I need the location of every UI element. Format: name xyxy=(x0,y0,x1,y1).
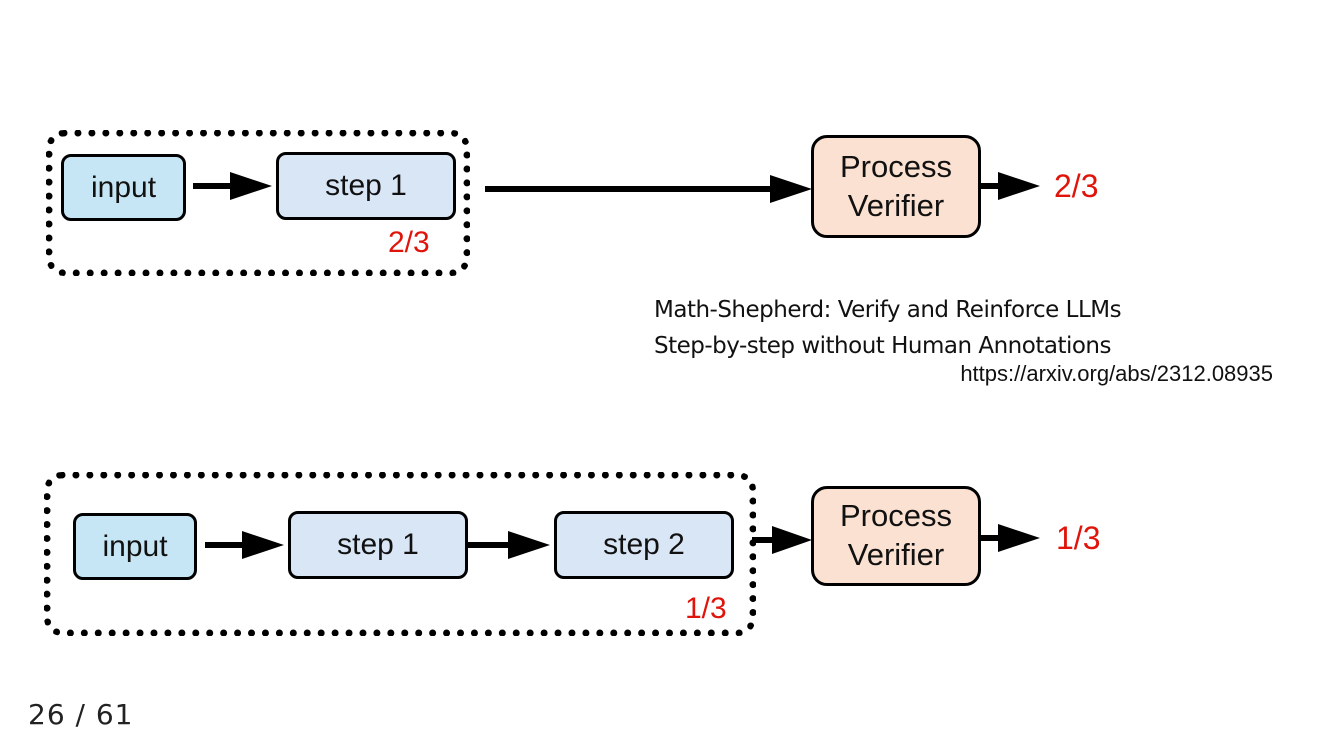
step2-node: step 2 xyxy=(554,511,734,579)
citation: Math-Shepherd: Verify and Reinforce LLMs… xyxy=(654,292,1122,364)
arrow-bottom-input-to-step1 xyxy=(205,531,284,559)
arrow-bottom-group-to-verifier xyxy=(752,526,812,554)
input-node-label: input xyxy=(90,170,157,204)
dotted-group-bottom xyxy=(44,472,756,636)
dotted-group-top xyxy=(46,130,470,276)
citation-title-line1: Math-Shepherd: Verify and Reinforce LLMs xyxy=(654,297,1122,323)
arrow-top-verifier-to-score xyxy=(980,172,1040,200)
output-score: 1/3 xyxy=(1056,520,1101,556)
step1-node: step 1 xyxy=(288,511,468,579)
citation-title-line2: Step-by-step without Human Annotations xyxy=(654,333,1111,359)
process-verifier-node: Process Verifier xyxy=(811,135,981,238)
group-score: 2/3 xyxy=(388,226,430,259)
arrow-top-input-to-step1 xyxy=(193,172,272,200)
output-score: 2/3 xyxy=(1054,168,1099,204)
arrow-bottom-verifier-to-score xyxy=(980,524,1040,552)
step1-node-label: step 1 xyxy=(325,169,407,203)
verifier-label-line2: Verifier xyxy=(847,187,945,223)
arrow-bottom-step1-to-step2 xyxy=(466,531,550,559)
process-verifier-node: Process Verifier xyxy=(811,486,981,586)
arrow-top-group-to-verifier xyxy=(485,175,812,203)
step1-node: step 1 xyxy=(276,152,456,220)
input-node: input xyxy=(73,513,197,580)
verifier-label-line2: Verifier xyxy=(847,537,945,572)
step2-node-label: step 2 xyxy=(603,528,685,562)
citation-url[interactable]: https://arxiv.org/abs/2312.08935 xyxy=(960,361,1273,386)
group-score: 1/3 xyxy=(685,592,727,625)
step1-node-label: step 1 xyxy=(337,528,419,562)
input-node: input xyxy=(61,154,186,221)
verifier-label-line1: Process xyxy=(840,498,952,534)
input-node-label: input xyxy=(102,529,168,563)
page-counter: 26 / 61 xyxy=(28,698,134,731)
verifier-label-line1: Process xyxy=(840,148,952,184)
